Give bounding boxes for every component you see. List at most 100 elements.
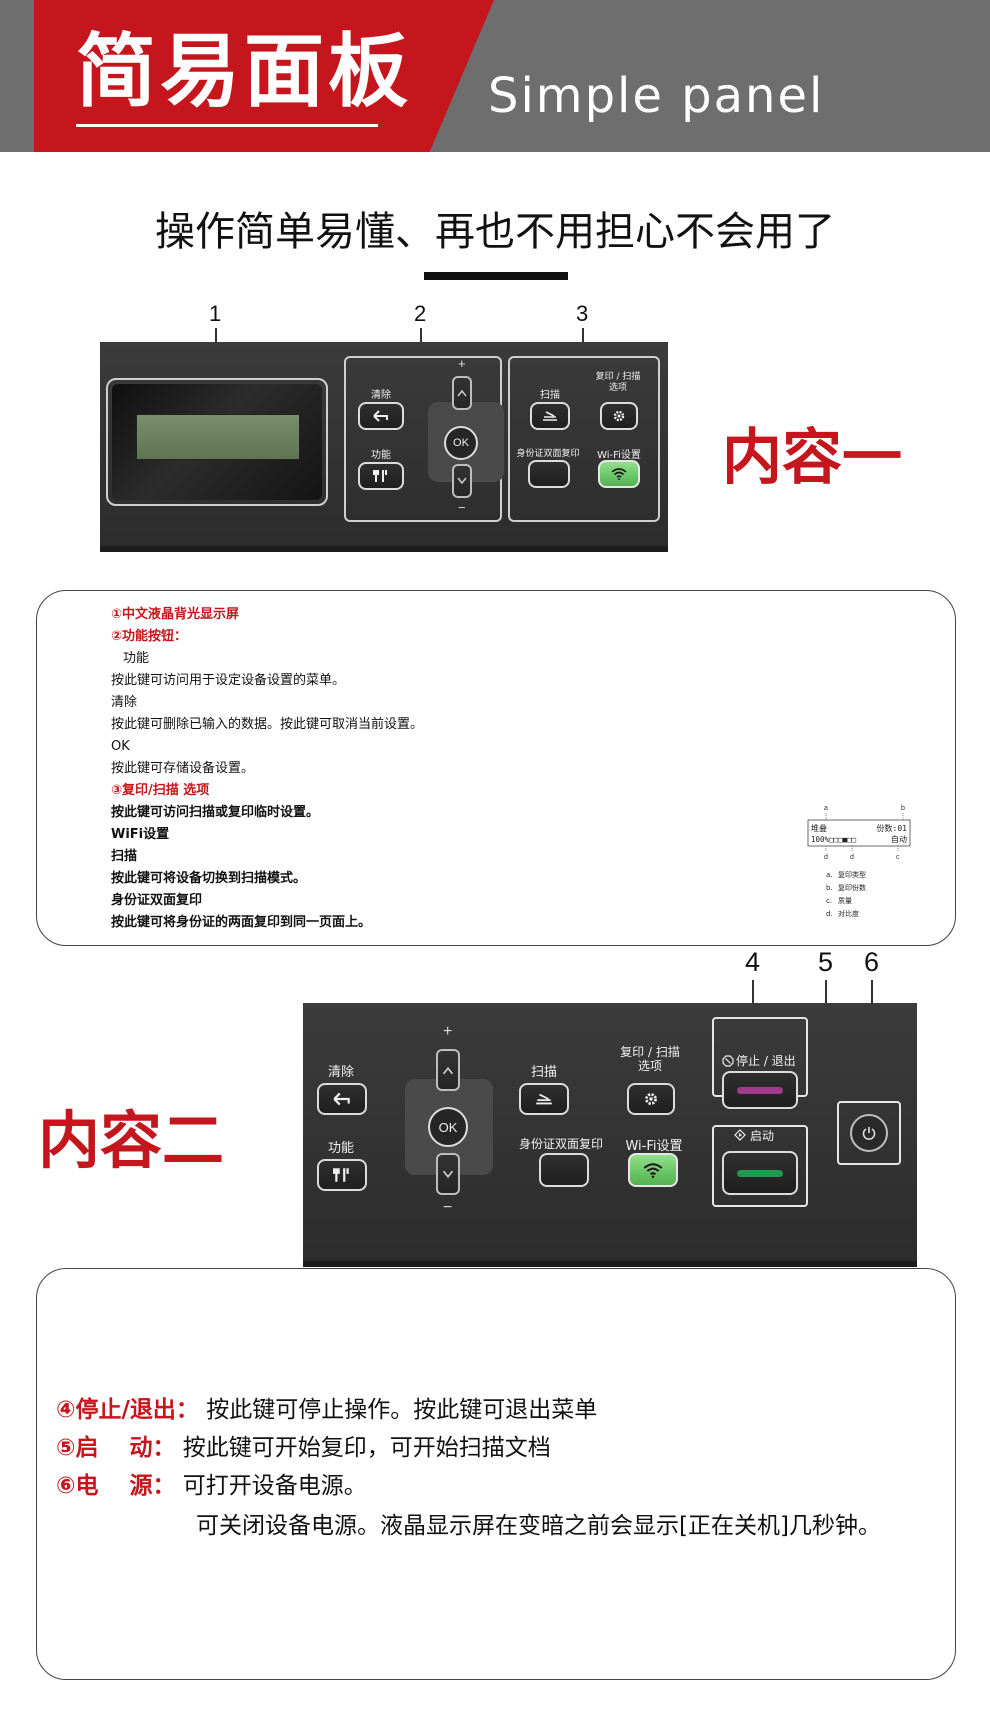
start-button[interactable] <box>722 1151 798 1195</box>
description-line: 按此键可访问扫描或复印临时设置。 <box>111 805 320 820</box>
start-label: 启动 <box>750 1129 775 1143</box>
wifi-label: Wi-Fi设置 <box>597 450 641 461</box>
description-box-1 <box>36 590 956 946</box>
id-copy-button-2[interactable] <box>539 1153 589 1187</box>
chevron-up-icon <box>442 1066 454 1074</box>
scan-button[interactable] <box>530 402 570 430</box>
wifi-button-2[interactable] <box>628 1153 678 1187</box>
wifi-icon <box>643 1162 663 1178</box>
scan-tray-icon <box>536 1093 552 1105</box>
lcd-legend-key-a: a. <box>826 871 833 879</box>
minus-sign-2: − <box>443 1199 453 1216</box>
stop-exit-description: ④停止/退出： 按此键可停止操作。按此键可退出菜单 <box>56 1393 597 1427</box>
start-indicator <box>737 1169 783 1177</box>
lcd-legend-text-a: 复印类型 <box>838 870 866 879</box>
lcd-letter-d-2: d <box>850 854 854 861</box>
stop-exit-button[interactable] <box>722 1071 798 1109</box>
lcd-letter-b: b <box>901 805 905 812</box>
callout-3: 3 <box>576 301 589 326</box>
lcd-row1-right: 份数:01 <box>877 823 908 833</box>
lcd-frame <box>106 378 328 506</box>
callout-4-leader <box>752 980 754 1012</box>
id-copy-button[interactable] <box>528 460 570 488</box>
back-arrow-icon <box>373 410 388 422</box>
ok-button-2[interactable]: OK <box>428 1107 468 1147</box>
lcd-legend-list: a. 复印类型 b. 复印份数 c. 质量 d. 对比度 <box>826 870 866 918</box>
section2-title: 内容二 <box>38 1104 225 1177</box>
chevron-down-icon <box>442 1170 454 1178</box>
section1-title: 内容一 <box>722 423 902 493</box>
ok-button[interactable]: OK <box>444 426 478 460</box>
header-banner: 简易面板 Simple panel <box>0 0 990 152</box>
callout-4: 4 <box>745 947 761 977</box>
description-line: 按此键可将身份证的两面复印到同一页面上。 <box>111 915 372 930</box>
lcd-row1-left: 堆叠 <box>811 823 827 833</box>
clear-button[interactable] <box>358 402 404 430</box>
up-button[interactable] <box>452 376 472 410</box>
callout-6: 6 <box>864 947 880 977</box>
headline: 操作简单易懂、再也不用担心不会用了 <box>155 209 835 255</box>
down-button-2[interactable] <box>436 1153 460 1195</box>
copy-scan-options-label: 复印 / 扫描 选项 <box>595 372 641 393</box>
description-line: WiFi设置 <box>111 827 170 842</box>
copy-scan-options-button[interactable] <box>600 402 638 430</box>
plus-sign: + <box>458 356 466 371</box>
wifi-button[interactable] <box>598 460 640 488</box>
function-button[interactable] <box>358 462 404 490</box>
lcd-legend-text-b: 复印份数 <box>838 883 866 892</box>
description-line: ②功能按钮： <box>111 629 188 644</box>
scan-label: 扫描 <box>540 390 560 401</box>
description-line: 扫描 <box>111 849 138 864</box>
lcd-letter-c: c <box>896 854 900 861</box>
callout-1: 1 <box>209 301 222 326</box>
power-key: ⑥电 源： <box>56 1473 176 1499</box>
stop-indicator <box>737 1086 783 1094</box>
banner-title-underline <box>76 124 378 127</box>
wifi-icon <box>611 468 627 480</box>
description-line: 清除 <box>111 695 138 710</box>
lcd-row2-right: 自动 <box>891 834 907 844</box>
description-line: OK <box>111 739 130 754</box>
lcd-mini-screen <box>807 819 911 847</box>
minus-sign: − <box>458 500 466 515</box>
scan-label-2: 扫描 <box>530 1065 557 1080</box>
description-line: 按此键可删除已输入的数据。按此键可取消当前设置。 <box>111 717 424 732</box>
panel-edge-2 <box>303 1261 917 1267</box>
description-line: 功能 <box>123 651 150 666</box>
frame-power <box>837 1101 901 1165</box>
id-copy-label: 身份证双面复印 <box>516 449 580 459</box>
power-button[interactable] <box>850 1114 888 1152</box>
lcd-legend-key-d: d. <box>826 910 833 918</box>
plus-sign-2: + <box>443 1023 453 1040</box>
id-copy-label-2: 身份证双面复印 <box>518 1137 603 1151</box>
gear-icon <box>645 1093 657 1105</box>
frame-start <box>712 1125 808 1207</box>
down-button[interactable] <box>452 464 472 498</box>
function-button-2[interactable] <box>317 1159 367 1191</box>
start-diamond-icon <box>734 1129 746 1141</box>
frame-copy-scan <box>508 356 660 522</box>
power-description: ⑥电 源： 可打开设备电源。 <box>56 1469 367 1503</box>
description-line: 按此键可访问用于设定设备设置的菜单。 <box>111 673 346 688</box>
lcd-screen <box>136 414 300 460</box>
clear-button-2[interactable] <box>317 1083 367 1115</box>
stop-exit-text: 按此键可停止操作。按此键可退出菜单 <box>206 1397 598 1423</box>
scan-tray-icon <box>543 411 557 421</box>
lcd-legend-diagram: a b 堆叠 份数:01 100%□□□■□□ 自动 d d c a. 复印类型… <box>807 805 911 918</box>
lcd-legend-key-b: b. <box>826 884 833 892</box>
gear-icon <box>613 410 625 422</box>
up-button-2[interactable] <box>436 1049 460 1091</box>
copy-scan-options-button-2[interactable] <box>627 1083 675 1115</box>
lcd-row2-left: 100%□□□■□□ <box>811 835 857 844</box>
control-panel-1: 清除 功能 + OK − 扫描 复印 / 扫描 选项 身份证双面复印 Wi-Fi… <box>100 342 668 552</box>
stop-exit-key: ④停止/退出： <box>56 1397 199 1423</box>
back-arrow-icon <box>333 1092 350 1106</box>
scan-button-2[interactable] <box>519 1083 569 1115</box>
tools-icon <box>333 1168 349 1182</box>
description-line: ③复印/扫描 选项 <box>111 783 210 798</box>
power-off-text: 可关闭设备电源。液晶显示屏在变暗之前会显示[正在关机]几秒钟。 <box>196 1513 881 1539</box>
callout-2: 2 <box>414 301 427 326</box>
clear-label-2: 清除 <box>327 1065 354 1080</box>
tools-icon <box>373 470 387 482</box>
